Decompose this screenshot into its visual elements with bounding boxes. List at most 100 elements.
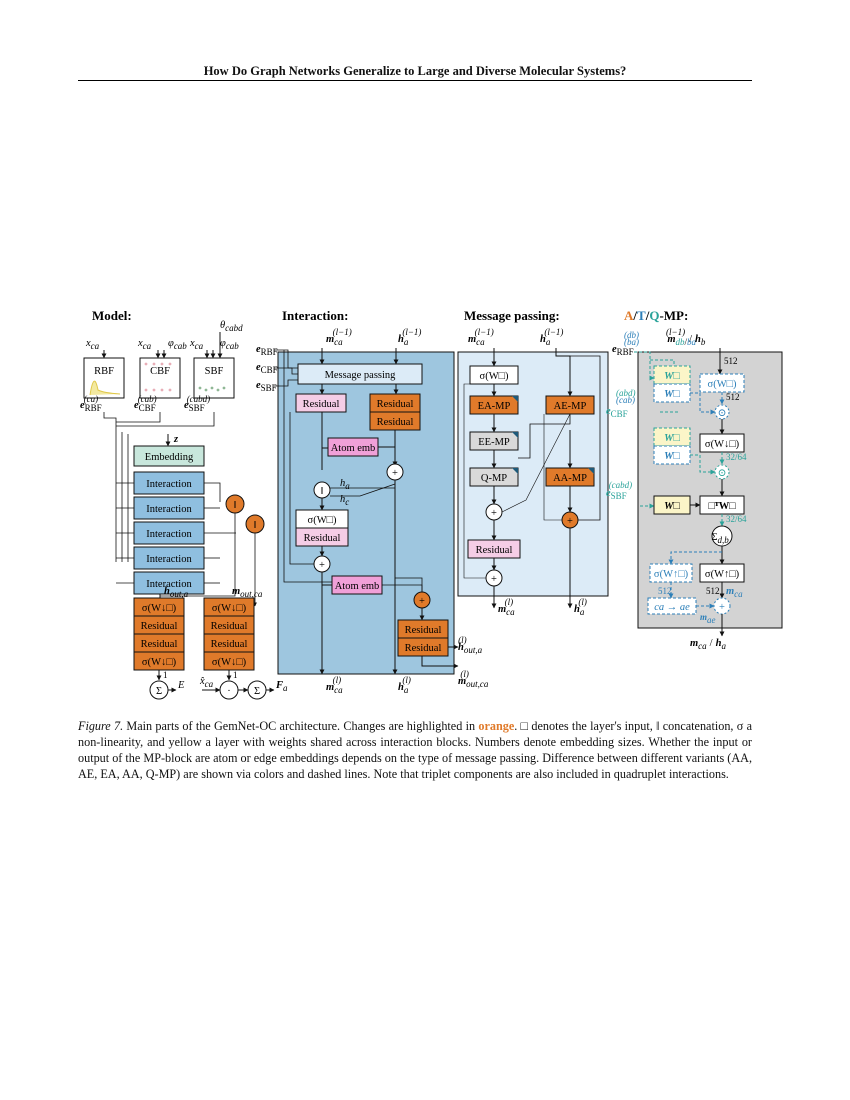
int-h-a: ha <box>340 478 350 491</box>
var-sigma-w-1 <box>699 373 745 393</box>
svg-text:Residual: Residual <box>211 639 248 650</box>
concat-symbol-1: ‖ <box>234 500 237 511</box>
svg-text:+: + <box>491 574 497 585</box>
architecture-figure: Model: xca xca φcab xca φcab θcabd RBF C… <box>80 308 783 700</box>
svg-text:σ(W↓□): σ(W↓□) <box>705 439 740 450</box>
svg-text:σ(W↓□): σ(W↓□) <box>142 603 177 614</box>
svg-text:+: + <box>491 508 497 519</box>
svg-text:+: + <box>419 596 425 607</box>
int-h-out-a: hout,a(l) <box>458 635 483 655</box>
svg-text:σ(W↑□): σ(W↑□) <box>705 569 740 580</box>
message-passing-title: Message passing: <box>464 308 560 323</box>
svg-text:AE-MP: AE-MP <box>554 401 587 412</box>
svg-text:W□: W□ <box>664 371 680 382</box>
var-m-in: mdb/ba(l−1)/hb <box>666 327 706 347</box>
concat-symbol-2: ‖ <box>254 520 257 531</box>
int-m-out: mca(l) <box>326 675 343 695</box>
interaction-label-1: Interaction <box>146 479 192 490</box>
svg-text:+: + <box>319 560 325 571</box>
svg-text:Residual: Residual <box>303 399 340 410</box>
svg-text:+: + <box>719 602 725 613</box>
force-F: Fa <box>275 680 288 693</box>
svg-text:Residual: Residual <box>377 399 414 410</box>
model-e-rbf: eRBF(ca) <box>80 394 102 413</box>
svg-text:Residual: Residual <box>304 533 341 544</box>
svg-text:Σd,b: Σd,b <box>711 532 729 545</box>
svg-text:EE-MP: EE-MP <box>478 437 510 448</box>
svg-text:Σ: Σ <box>156 686 162 697</box>
variants-title: A/T/Q-MP: <box>624 308 688 323</box>
model-x-ca: xca <box>85 338 100 351</box>
svg-text:Residual: Residual <box>211 621 248 632</box>
var-512-a: 512 <box>724 356 738 366</box>
rbf-label: RBF <box>94 366 114 377</box>
model-e-cbf: eCBF(cab) <box>134 394 157 413</box>
svg-text:W□: W□ <box>664 501 680 512</box>
energy-head-stack: σ(W↓□) Residual Residual σ(W↓□) <box>133 597 185 671</box>
cbf-label: CBF <box>150 366 170 377</box>
var-32-64-a: 32/64 <box>726 452 747 462</box>
interaction-title: Interaction: <box>282 308 348 323</box>
svg-text:σ(W↓□): σ(W↓□) <box>212 603 247 614</box>
model-one-a: 1 <box>163 670 168 680</box>
message-passing-panel: Message passing: mca(l−1) ha(l−1) σ(W□) … <box>457 308 609 617</box>
model-h-out: hout,a <box>164 586 189 599</box>
interaction-stack: Interaction Interaction Interaction Inte… <box>133 471 205 595</box>
svg-text:σ(W□): σ(W□) <box>480 371 509 382</box>
svg-text:W□: W□ <box>664 433 680 444</box>
svg-text:Atom emb: Atom emb <box>335 581 380 592</box>
int-m-out-ca: mout,ca(l) <box>458 669 489 689</box>
var-512-b: 512 <box>726 392 740 402</box>
var-512-c: 512 <box>658 586 672 596</box>
int-e-cbf: eCBF <box>256 362 278 375</box>
int-residual-pink <box>295 393 347 413</box>
var-e-sbf: eSBF(cabd) <box>606 480 632 501</box>
caption-label: Figure 7. <box>78 719 124 733</box>
int-message-passing-label: Message passing <box>325 370 397 381</box>
model-xhat: x̂ca <box>199 676 214 689</box>
model-cbf-phi: φcab <box>168 338 187 351</box>
model-title: Model: <box>92 308 132 323</box>
energy-E: E <box>177 680 185 691</box>
sbf-box <box>193 357 235 399</box>
var-e-cbf-sup-bot: (cab) <box>616 395 635 405</box>
svg-text:EA-MP: EA-MP <box>478 401 511 412</box>
svg-text:Residual: Residual <box>141 621 178 632</box>
interaction-label-4: Interaction <box>146 554 192 565</box>
svg-text:σ(W□): σ(W□) <box>708 379 737 390</box>
var-e-rbf: eRBF <box>612 344 634 357</box>
svg-text:σ(W↓□): σ(W↓□) <box>212 657 247 668</box>
model-theta: θcabd <box>220 320 243 333</box>
interaction-label-2: Interaction <box>146 504 192 515</box>
svg-text:Residual: Residual <box>377 417 414 428</box>
svg-text:W□: W□ <box>664 389 680 400</box>
int-h-c: hc <box>340 494 349 507</box>
svg-text:σ(W↑□): σ(W↑□) <box>654 569 689 580</box>
svg-text:‖: ‖ <box>321 486 324 497</box>
caption-text-1: Main parts of the GemNet-OC architecture… <box>123 719 479 733</box>
svg-text:Atom emb: Atom emb <box>331 443 376 454</box>
model-sbf-phi: φcab <box>220 338 239 351</box>
model-cbf-x-ca: xca <box>137 338 152 351</box>
var-m-ae: mae <box>700 612 716 625</box>
svg-text:+: + <box>392 468 398 479</box>
interaction-label-3: Interaction <box>146 529 192 540</box>
svg-text:σ(W↓□): σ(W↓□) <box>142 657 177 668</box>
svg-text:⊙: ⊙ <box>718 468 727 479</box>
svg-text:σ(W□): σ(W□) <box>308 515 337 526</box>
var-e-cbf: eCBF <box>606 406 628 419</box>
var-512-d: 512 <box>706 586 720 596</box>
interaction-panel: Interaction: eRBF eCBF eSBF mca(l−1) ha(… <box>256 308 489 695</box>
int-e-rbf: eRBF <box>256 344 278 357</box>
model-e-sbf: eSBF(cabd) <box>184 394 210 413</box>
int-e-sbf: eSBF <box>256 380 277 393</box>
var-m-ca: mca <box>726 586 743 599</box>
model-z: z <box>173 434 179 445</box>
int-message-passing-box <box>297 363 423 385</box>
model-one-b: 1 <box>233 670 238 680</box>
variants-panel: A/T/Q-MP: eRBF (db) (ba) eCBF (abd) (cab… <box>606 308 783 651</box>
svg-text:Σ: Σ <box>254 686 260 697</box>
int-h-out: ha(l) <box>398 675 411 695</box>
var-e-rbf-sup-top: (db) <box>624 330 639 340</box>
mp-m-out: mca(l) <box>498 597 515 617</box>
